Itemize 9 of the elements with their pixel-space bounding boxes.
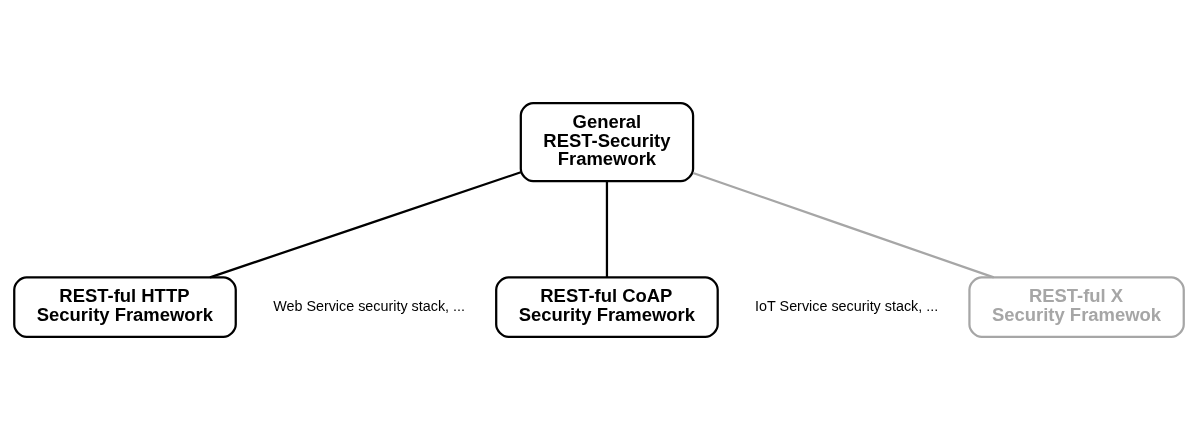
node-box: REST-ful CoAP Security Framework: [495, 275, 719, 338]
connector: [605, 180, 609, 277]
node-label: IoT Service security stack, ...: [755, 297, 939, 314]
node-label: Web Service security stack, ...: [273, 297, 466, 314]
node-box: REST-ful HTTP Security Framework: [13, 275, 237, 338]
connector: [209, 170, 522, 278]
node-box: General REST-Security Framework: [519, 101, 695, 182]
connector: [692, 171, 995, 278]
node-box: REST-ful X Security Framewok: [968, 275, 1185, 338]
